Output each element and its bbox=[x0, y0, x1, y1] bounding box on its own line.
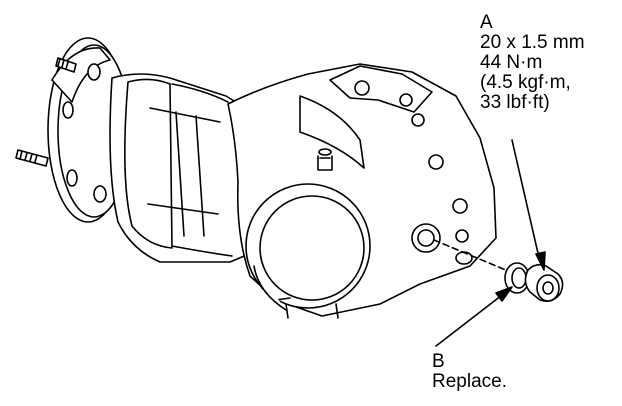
callout-a-torque-nm: 44 N·m bbox=[480, 52, 543, 73]
leader-a bbox=[511, 139, 546, 271]
callout-a-torque-lbfft: 33 lbf·ft) bbox=[480, 92, 550, 113]
callout-b-note: B Replace. bbox=[432, 352, 507, 392]
differential-rear-cover bbox=[245, 183, 371, 319]
callout-a-thread-size: 20 x 1.5 mm bbox=[480, 32, 585, 53]
callout-b-replace-text: Replace. bbox=[432, 371, 507, 392]
pinion-housing bbox=[109, 73, 269, 263]
callout-a-torque-kgfm: (4.5 kgf·m, bbox=[480, 72, 571, 93]
assembly-axis bbox=[433, 239, 521, 277]
callout-a-letter: A bbox=[480, 12, 493, 33]
callout-b-letter: B bbox=[432, 351, 445, 372]
callout-a-spec: A 20 x 1.5 mm 44 N·m (4.5 kgf·m, 33 lbf·… bbox=[480, 13, 585, 113]
leader-b bbox=[435, 286, 513, 347]
fill-plug-port bbox=[411, 223, 473, 265]
sealing-washer bbox=[504, 262, 530, 294]
flange-studs bbox=[15, 57, 77, 167]
